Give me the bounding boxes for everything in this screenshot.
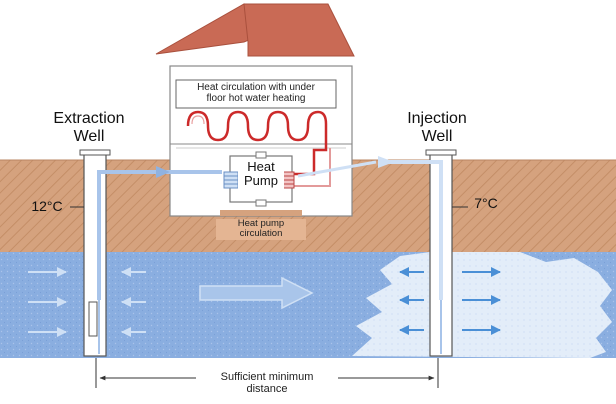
- heat-pump-circulation-line1: Heat pump: [237, 218, 285, 229]
- injection-well-label: Injection Well: [382, 110, 492, 145]
- inflow-arrows: [28, 267, 146, 337]
- distance-label-line1: Sufficient minimum: [220, 371, 314, 383]
- house-caption-line1: Heat circulation with under: [197, 82, 315, 93]
- extraction-well-label-line1: Extraction: [53, 110, 125, 127]
- extraction-well-label: Extraction Well: [34, 110, 144, 145]
- distance-dimension: [95, 358, 439, 388]
- groundwater-pipes: [97, 160, 443, 300]
- heat-pump-label-line1: Heat: [247, 159, 275, 174]
- distance-label-line2: distance: [246, 383, 288, 396]
- distance-label: Sufficient minimum distance: [200, 371, 334, 395]
- heat-pump-label: Heat Pump: [238, 159, 284, 189]
- house-caption: Heat circulation with under floor hot wa…: [178, 82, 334, 104]
- heat-pump-circulation-line2: circulation: [239, 228, 283, 240]
- supply-flow-arrow: [156, 166, 170, 178]
- extraction-temperature: 12°C: [31, 198, 63, 214]
- return-flow-arrow: [378, 156, 394, 168]
- submersible-pump: [88, 301, 98, 337]
- underfloor-heating-coil: [186, 110, 328, 142]
- injection-temperature: 7°C: [474, 195, 498, 211]
- house-caption-box: [175, 79, 337, 109]
- cold-water-plume: [352, 252, 612, 358]
- outflow-arrows: [399, 267, 501, 335]
- groundwater-flow-arrow: [199, 276, 314, 310]
- extraction-well-label-line2: Well: [73, 127, 105, 145]
- heat-pump-circulation-label: Heat pump circulation: [216, 218, 306, 240]
- heat-pump-label-line2: Pump: [244, 173, 278, 189]
- house-caption-line2: floor hot water heating: [206, 93, 306, 104]
- injection-well-label-line2: Well: [421, 127, 453, 145]
- injection-well-label-line1: Injection: [407, 110, 467, 127]
- extraction-well: [79, 149, 111, 357]
